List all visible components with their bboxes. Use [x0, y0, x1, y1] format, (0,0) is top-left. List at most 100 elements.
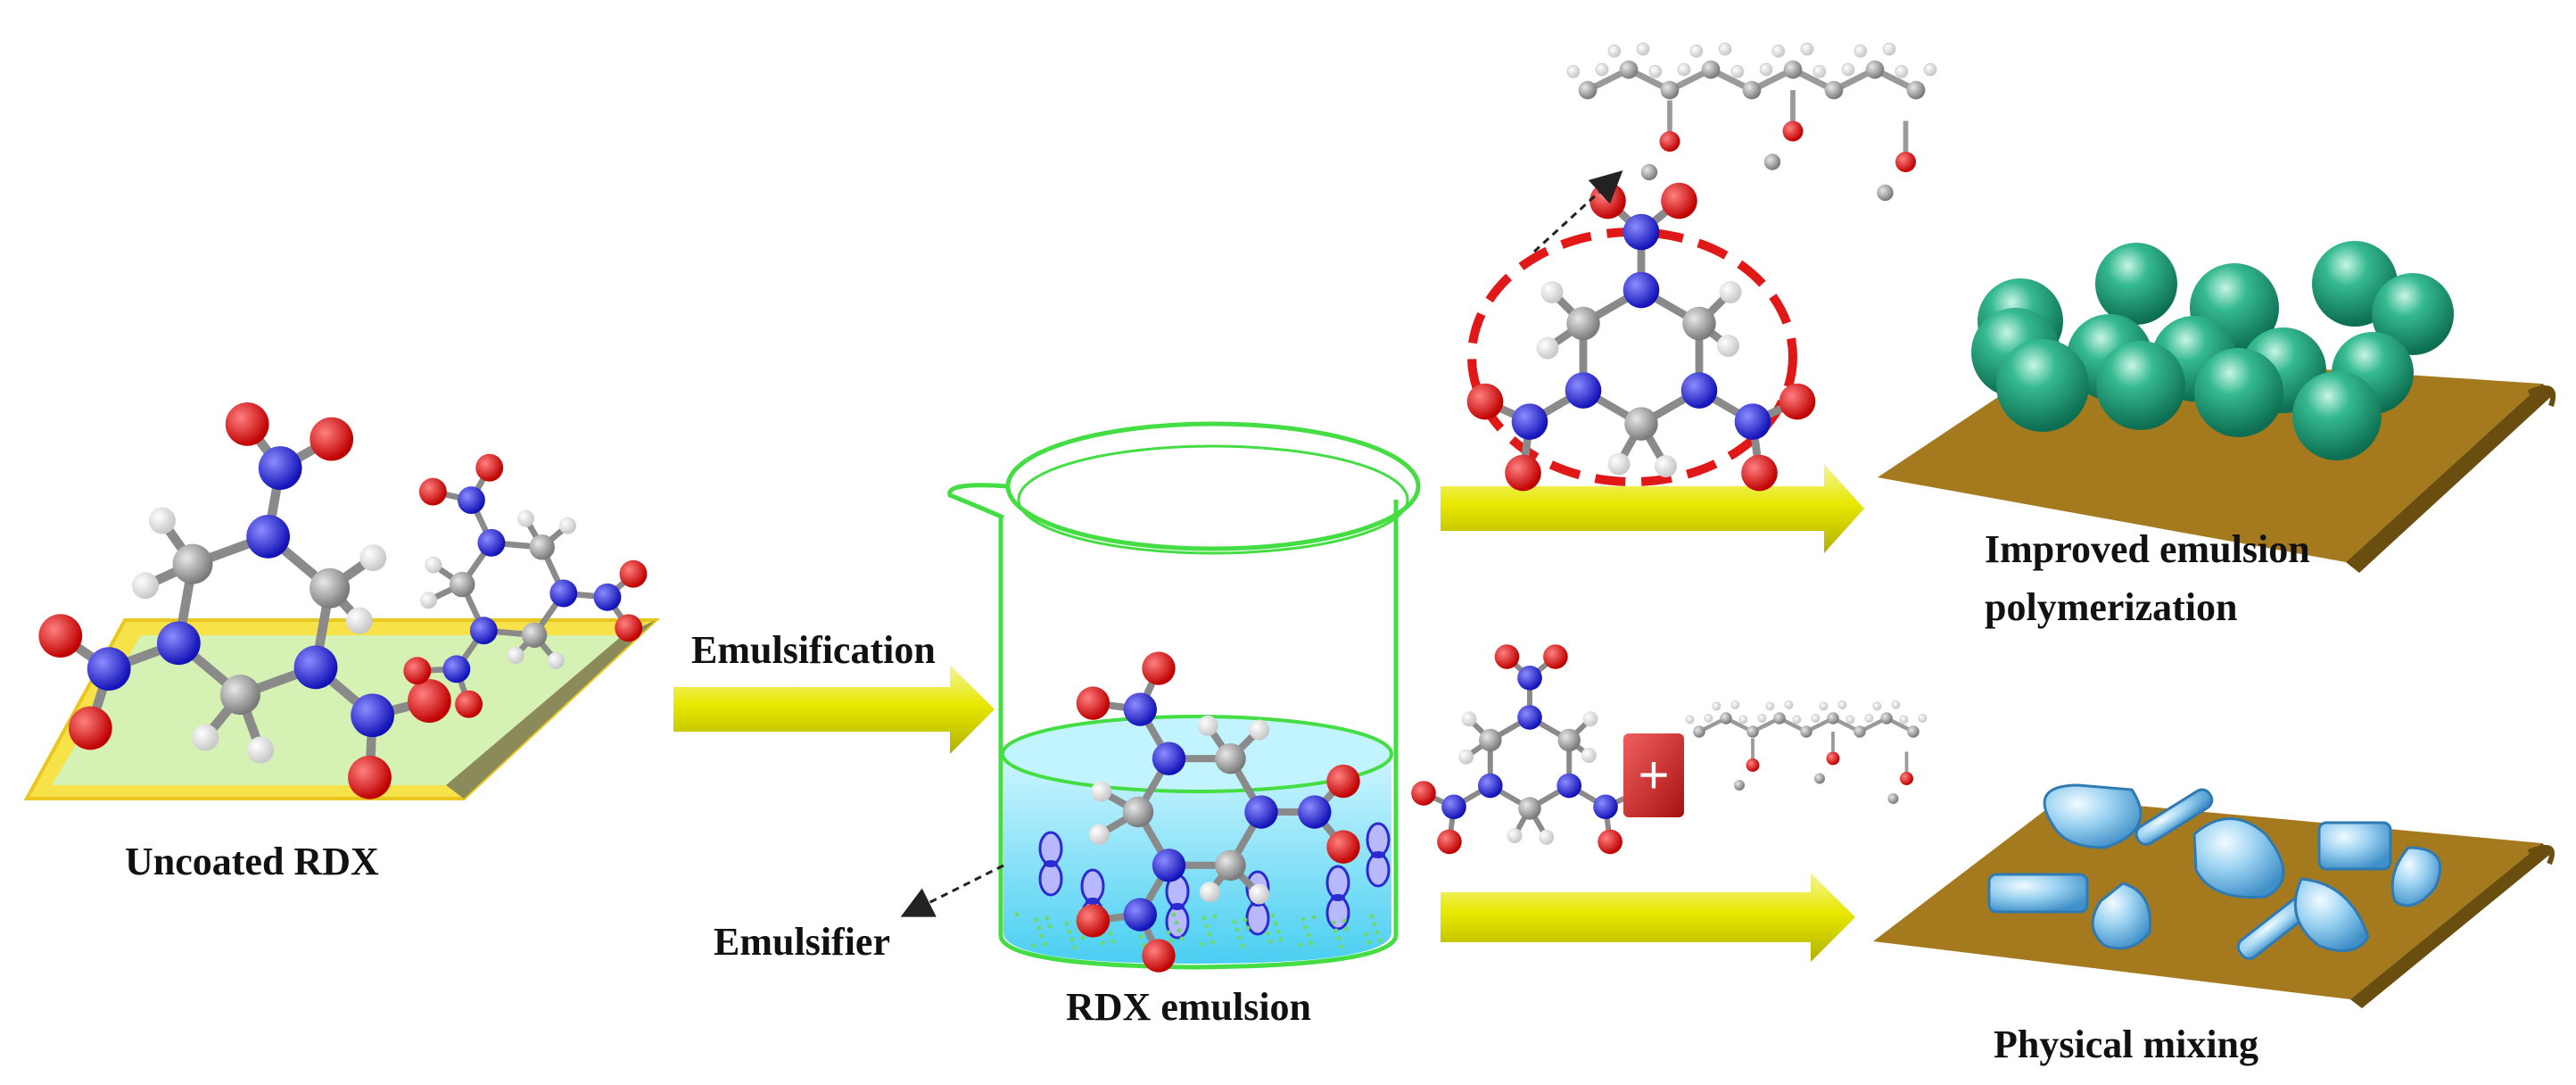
- hydrogen-atom: [1841, 62, 1855, 77]
- carbon-atom: [310, 567, 351, 609]
- emulsion-dot: [1306, 932, 1311, 938]
- emulsion-dot: [1298, 942, 1303, 948]
- nitrogen-atom: [258, 446, 302, 490]
- oxygen-atom: [348, 755, 392, 799]
- carbon-atom: [1479, 728, 1502, 752]
- uncoated-rdx-tray: [23, 618, 661, 800]
- hydrogen-atom: [359, 544, 387, 572]
- emulsion-dot: [1300, 916, 1306, 922]
- emulsion-dot: [1240, 943, 1245, 948]
- nitrogen-atom: [1565, 372, 1602, 409]
- carbon-atom: [219, 675, 260, 716]
- hydrogen-atom: [1730, 64, 1745, 79]
- rdx-molecule-left: [38, 402, 648, 799]
- carbon-atom: [1827, 712, 1839, 725]
- hydrogen-atom: [1200, 882, 1220, 903]
- emulsion-dot: [1031, 943, 1036, 948]
- emulsion-dot: [1141, 942, 1146, 948]
- carbon-atom: [1865, 60, 1885, 79]
- hydrogen-atom: [192, 724, 219, 751]
- nitrogen-atom: [351, 693, 394, 738]
- emulsion-dot: [1110, 939, 1116, 944]
- label-improved-line1: Improved emulsion: [1985, 527, 2310, 571]
- particle-drop-2: [2192, 817, 2285, 899]
- nitrogen-atom: [1622, 213, 1660, 251]
- carbon-atom: [1734, 780, 1745, 791]
- particle-leaf-2: [2390, 846, 2442, 907]
- carbon-atom: [1880, 712, 1893, 725]
- nitrogen-atom: [1517, 665, 1542, 691]
- carbon-atom: [449, 571, 475, 598]
- emulsion-dot: [1036, 925, 1042, 931]
- oxygen-atom: [1900, 772, 1913, 785]
- carbon-atom: [1783, 60, 1803, 79]
- nitrogen-atom: [593, 583, 622, 611]
- hydrogen-atom: [1685, 715, 1695, 725]
- emulsion-dot: [1232, 919, 1237, 924]
- hydrogen-atom: [1872, 701, 1882, 711]
- hydrogen-atom: [1759, 62, 1773, 77]
- hydrogen-atom: [1800, 42, 1814, 56]
- emulsion-dot: [1067, 929, 1072, 934]
- oxygen-atom: [1779, 383, 1816, 420]
- oxygen-atom: [1326, 830, 1360, 864]
- nitrogen-atom: [457, 486, 485, 514]
- emulsification-arrow: [673, 665, 995, 754]
- oxygen-atom: [1494, 644, 1520, 669]
- emulsion-dot: [1237, 935, 1243, 940]
- carbon-atom: [1887, 793, 1899, 804]
- nitrogen-atom: [293, 645, 338, 690]
- emulsion-dot: [1267, 939, 1273, 944]
- emulsion-dot: [1204, 923, 1210, 929]
- emulsion-dot: [1331, 920, 1336, 925]
- carbon-atom: [1566, 306, 1600, 341]
- hydrogen-atom: [1918, 714, 1928, 723]
- oxygen-atom: [418, 477, 447, 506]
- particle-drop-1: [2043, 783, 2143, 849]
- oxygen-atom: [38, 614, 83, 658]
- nitrogen-atom: [477, 528, 506, 557]
- hydrogen-atom: [1461, 711, 1477, 727]
- hydrogen-atom: [1757, 714, 1767, 723]
- polymer-sphere: [2095, 243, 2177, 325]
- emulsifier-droplet: [1038, 831, 1063, 897]
- hydrogen-atom: [507, 647, 524, 665]
- emulsion-dot: [1375, 930, 1380, 935]
- emulsion-dot: [1080, 935, 1086, 940]
- emulsifier-droplet: [1366, 822, 1391, 888]
- hydrogen-atom: [559, 517, 577, 534]
- emulsion-dot: [1234, 927, 1240, 932]
- hydrogen-atom: [1712, 701, 1721, 711]
- physical-mixing-particles: [1987, 783, 2442, 960]
- carbon-atom: [1814, 773, 1825, 784]
- carbon-atom: [529, 534, 555, 560]
- hydrogen-atom: [1458, 749, 1474, 765]
- emulsion-dot: [1344, 926, 1350, 932]
- emulsion-dot: [1072, 945, 1077, 950]
- carbon-atom: [1557, 728, 1581, 752]
- polymer-sphere: [1996, 339, 2089, 432]
- label-emulsification: Emulsification: [691, 628, 936, 672]
- nitrogen-atom: [1734, 403, 1771, 440]
- polymer-spheres: [1971, 241, 2454, 460]
- carbon-atom: [1215, 849, 1246, 882]
- emulsion-dot: [1138, 934, 1144, 940]
- nitrogen-atom: [1152, 849, 1186, 882]
- oxygen-atom: [455, 690, 483, 718]
- lower-arrow: [1441, 873, 1855, 962]
- emulsion-dot: [1064, 921, 1069, 926]
- oxygen-atom: [475, 453, 504, 482]
- emulsion-dot: [1100, 940, 1105, 946]
- particle-rod-1: [2134, 788, 2214, 846]
- hydrogen-atom: [1566, 64, 1581, 79]
- hydrogen-atom: [1197, 715, 1218, 736]
- emulsion-dot: [1047, 923, 1053, 929]
- emulsion-dot: [1207, 932, 1212, 937]
- hydrogen-atom: [1595, 62, 1609, 77]
- carbon-atom: [1877, 184, 1894, 202]
- carbon-atom: [172, 543, 213, 584]
- oxygen-atom: [1505, 454, 1541, 492]
- oxygen-atom: [619, 559, 648, 588]
- polymer-pointer: [1532, 170, 1623, 253]
- hydrogen-atom: [547, 652, 565, 670]
